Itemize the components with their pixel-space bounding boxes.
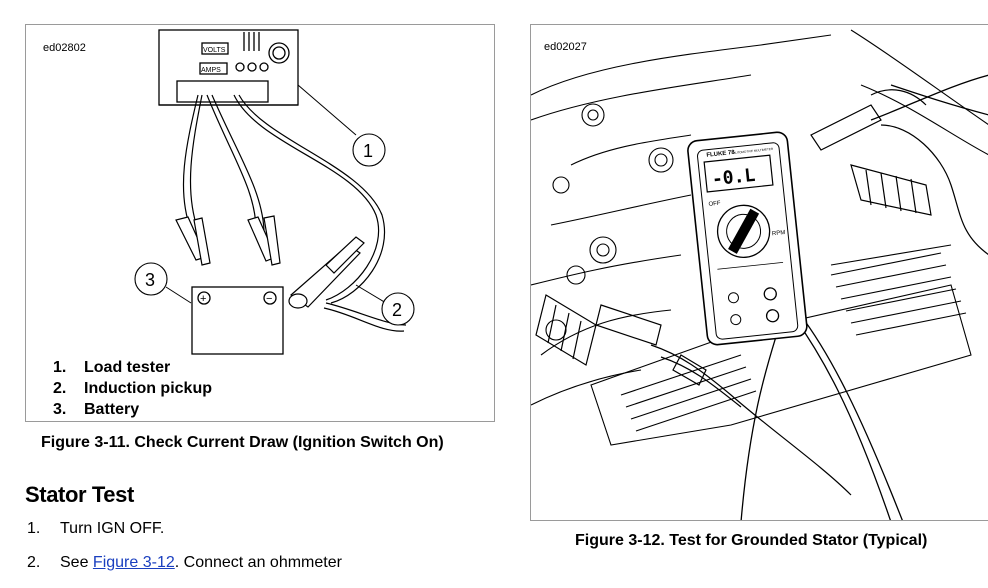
step-item: 2. See Figure 3-12. Connect an ohmmeter <box>27 554 342 571</box>
callout-circles <box>134 133 415 326</box>
battery-clamps <box>175 215 281 266</box>
volts-label: VOLTS <box>203 47 226 54</box>
section-heading: Stator Test <box>25 482 134 507</box>
meter-brand-sub: AUTOMOTIVE MULTIMETER <box>733 147 774 155</box>
meter-rpm-label: RPM <box>772 230 786 237</box>
figure-3-11: ed02802 VOLTS AMPS <box>25 24 495 422</box>
current-draw-diagram: VOLTS AMPS <box>134 29 415 355</box>
legend-item: 3.Battery <box>53 401 140 418</box>
battery-positive: + <box>200 293 206 305</box>
step-item: 1. Turn IGN OFF. <box>27 520 165 537</box>
multimeter: FLUKE 78 AUTOMOTIVE MULTIMETER -0.L OFF … <box>687 131 808 346</box>
figure-3-12-link[interactable]: Figure 3-12 <box>92 554 175 571</box>
cables <box>182 94 407 332</box>
figure-legend: 1.Load tester 2.Induction pickup 3.Batte… <box>53 357 212 420</box>
figure-caption: Figure 3-11. Check Current Draw (Ignitio… <box>41 434 444 451</box>
amps-label: AMPS <box>201 67 221 74</box>
step-list: 1. Turn IGN OFF. 2. See Figure 3-12. Con… <box>27 520 342 588</box>
figure-caption: Figure 3-12. Test for Grounded Stator (T… <box>575 532 928 549</box>
meter-brand: FLUKE 78 <box>706 150 735 159</box>
callout-2: 2 <box>392 300 402 320</box>
figure-code: ed02802 <box>43 42 86 54</box>
load-tester <box>158 29 299 106</box>
legend-item: 2.Induction pickup <box>53 380 212 397</box>
battery-drawing <box>191 286 284 355</box>
legend-item: 1.Load tester <box>53 359 171 376</box>
induction-pickup-drawing <box>288 236 365 309</box>
meter-off-label: OFF <box>708 201 721 208</box>
figure-3-12: ed02027 <box>530 24 988 521</box>
battery-negative: − <box>266 293 272 305</box>
callout-3: 3 <box>145 270 155 290</box>
meter-reading: -0.L <box>711 165 756 190</box>
callout-1: 1 <box>363 141 373 161</box>
grounded-stator-illustration: FLUKE 78 AUTOMOTIVE MULTIMETER -0.L OFF … <box>531 29 988 520</box>
figure-code: ed02027 <box>542 41 589 53</box>
